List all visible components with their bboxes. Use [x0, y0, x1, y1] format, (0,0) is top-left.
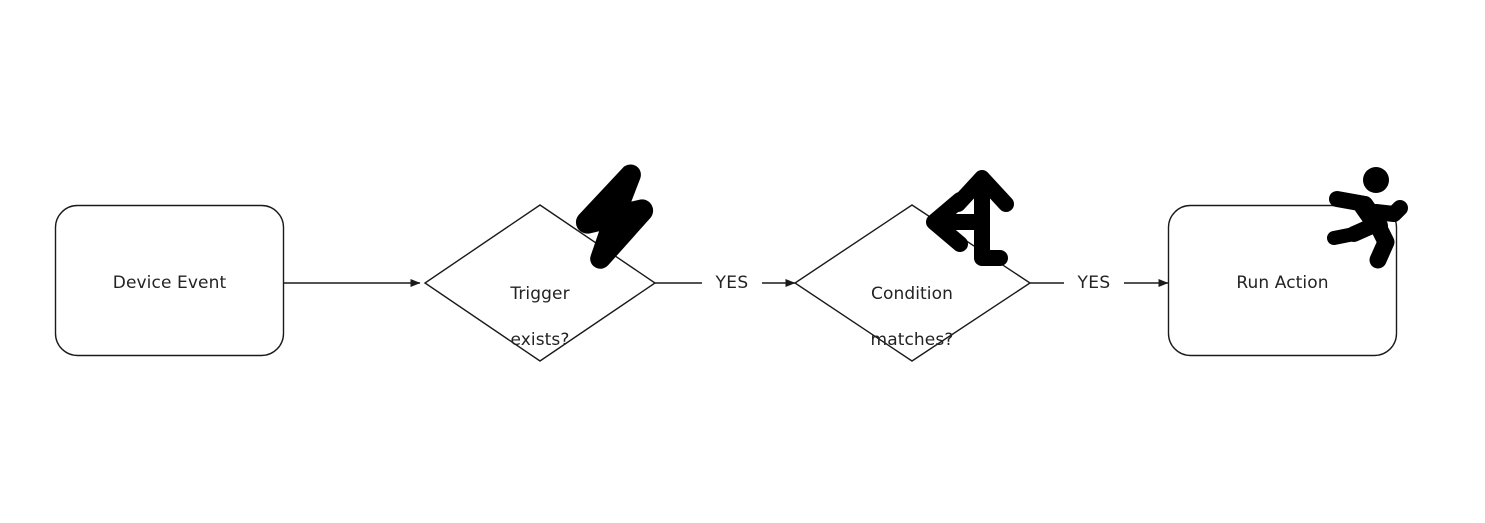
- edge-label-trigger-yes: YES: [715, 273, 749, 293]
- node-run-action[interactable]: [1168, 205, 1397, 356]
- node-device-event-shape[interactable]: [54, 204, 285, 357]
- node-device-event[interactable]: [55, 205, 284, 356]
- lightning-bolt-icon: [575, 164, 654, 269]
- running-person-icon: [1327, 167, 1408, 269]
- branch-arrows-icon: [926, 170, 1014, 266]
- node-trigger-exists[interactable]: [425, 205, 656, 362]
- edge-label-condition-yes: YES: [1077, 273, 1111, 293]
- node-condition-matches[interactable]: [795, 205, 1031, 362]
